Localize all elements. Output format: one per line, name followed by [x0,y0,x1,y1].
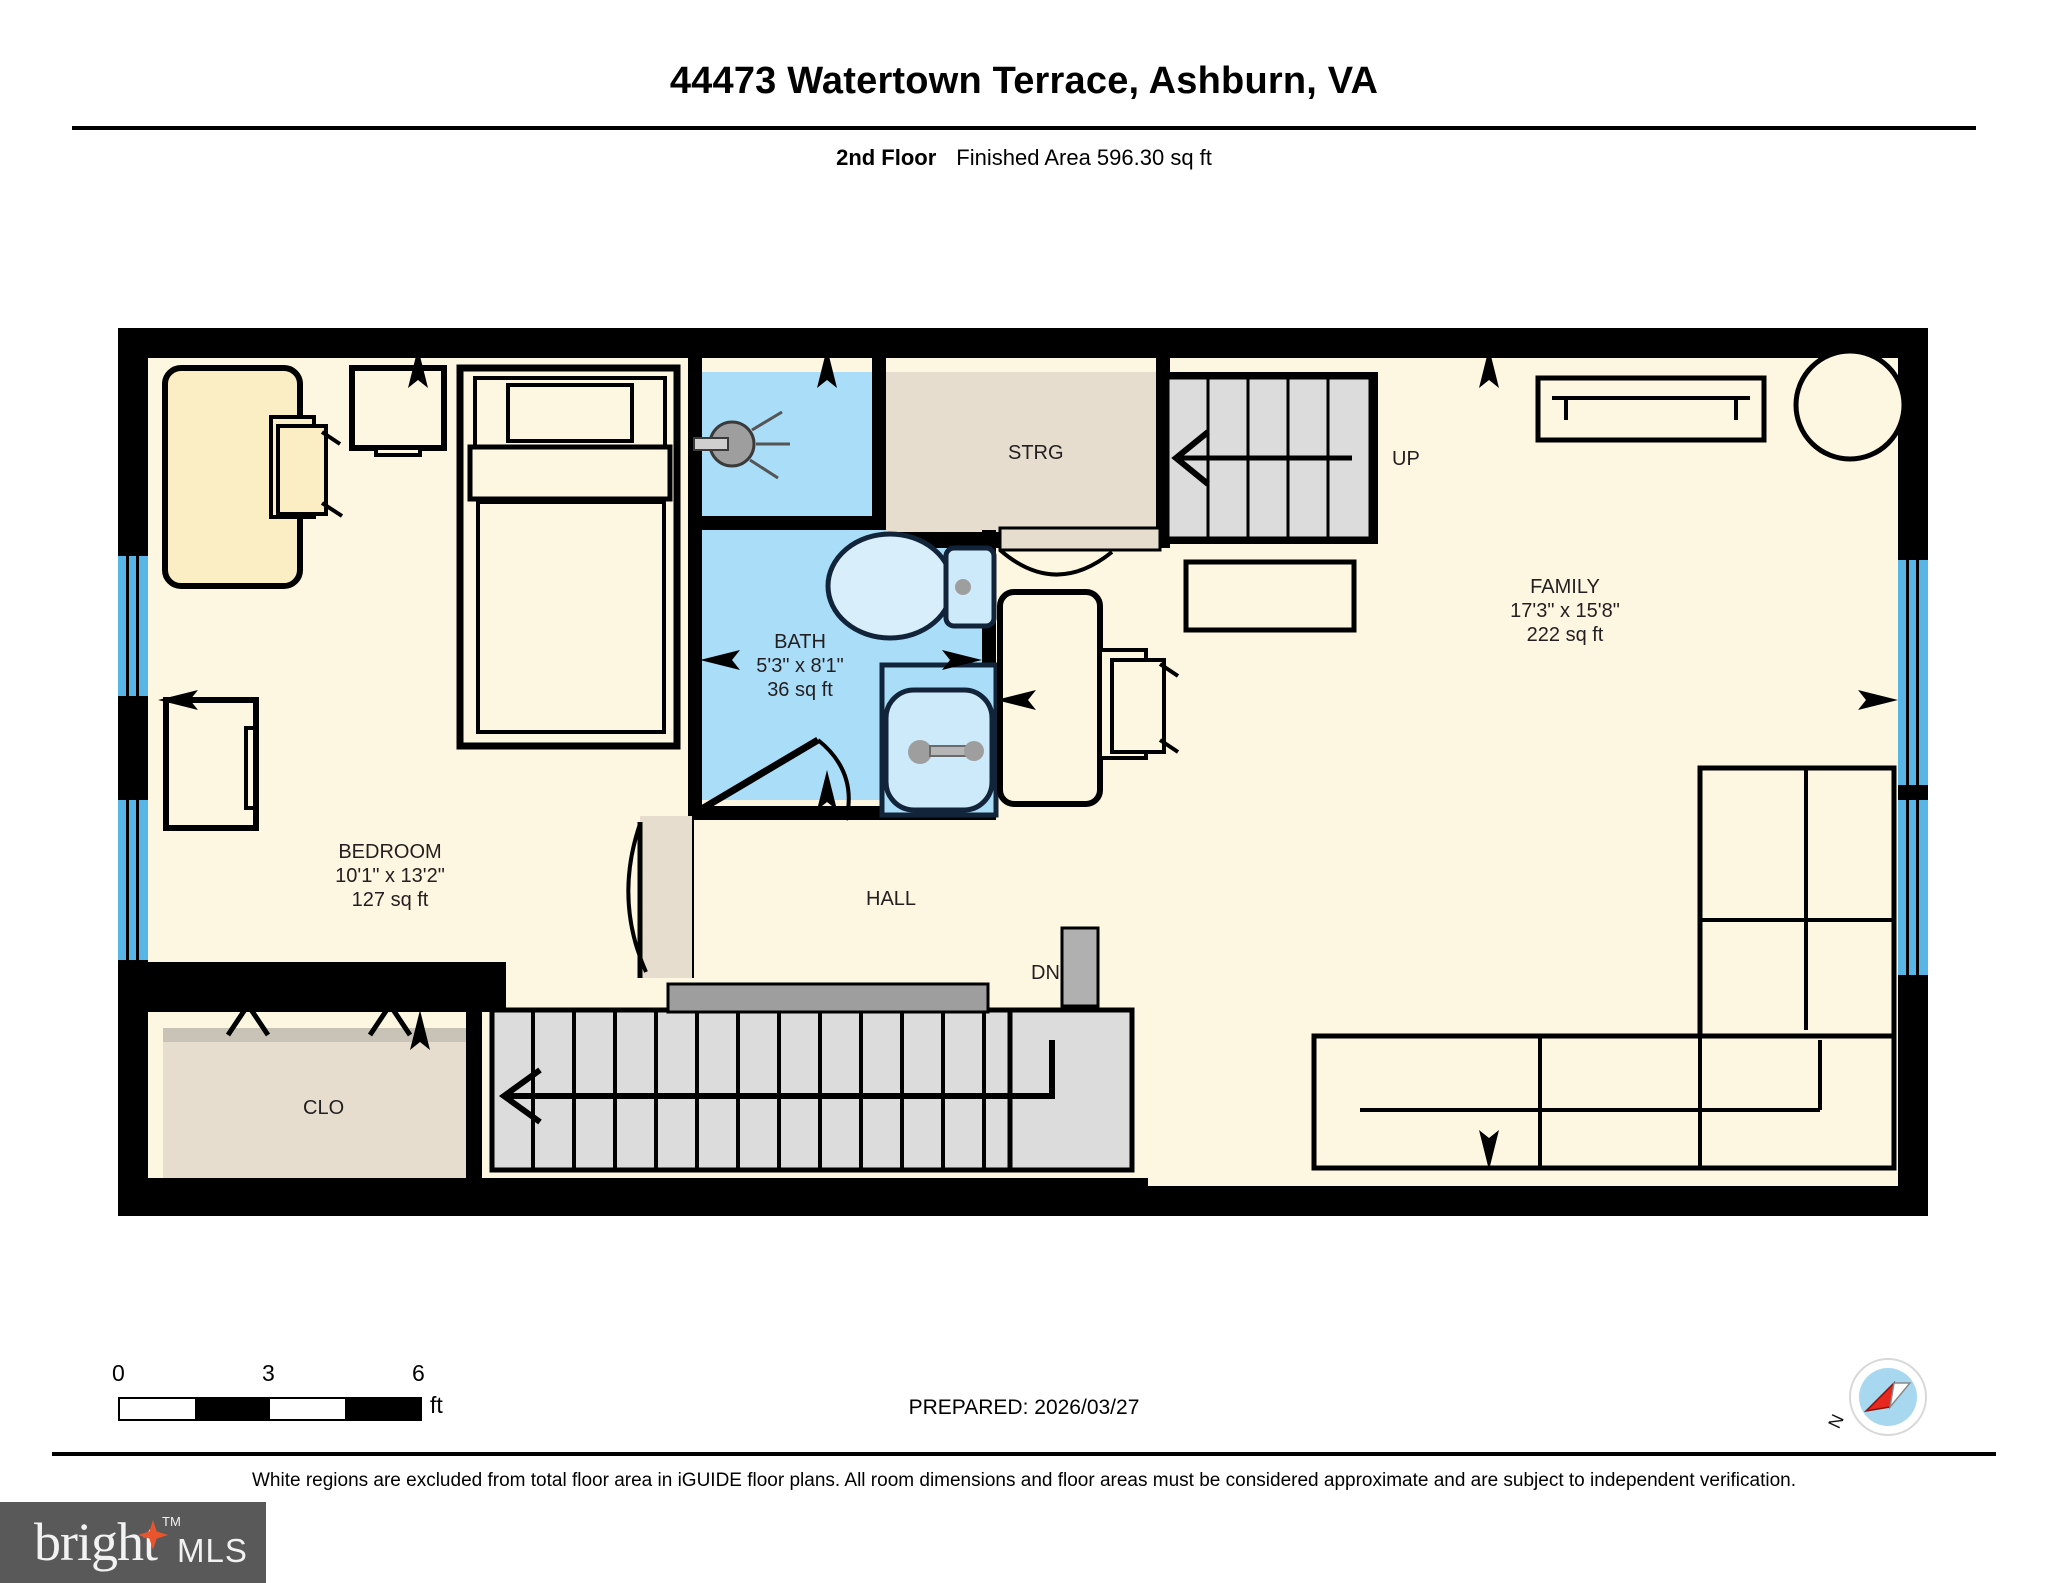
finished-area-label: Finished Area 596.30 sq ft [956,145,1212,170]
stairs-down [489,926,1135,1173]
bedroom-name: BEDROOM [338,841,442,863]
stairs-down-label: DN [1031,962,1060,984]
logo-brand-text: bright [34,1512,158,1572]
scale-segment [195,1399,270,1419]
scale-unit: ft [430,1392,443,1418]
footer-divider [52,1452,1996,1456]
bright-mls-logo: bright TM MLS [0,1502,266,1583]
family-name: FAMILY [1530,576,1600,598]
room-label-bath: BATH 5'3" x 8'1" 36 sq ft [710,630,890,702]
bath-door [698,736,851,821]
furniture-hall-desk [997,589,1180,807]
room-label-closet: CLO [303,1097,345,1119]
room-label-hall: HALL [866,888,917,910]
hall-door [626,816,692,978]
fixture-sink [879,662,999,818]
scale-tick-0: 0 [112,1360,125,1386]
furniture-round-table [1793,348,1907,462]
page-title: 44473 Watertown Terrace, Ashburn, VA [669,60,1379,102]
stairs-up [1160,372,1378,544]
scale-tick-6: 6 [412,1360,425,1386]
prepared-date: PREPARED: 2026/03/27 [908,1396,1140,1419]
direction-arrows [158,348,1898,1170]
scale-segment [345,1399,420,1419]
compass-rose: N [1824,1355,1930,1439]
furniture-bed [456,364,681,750]
logo-suffix-text: MLS [177,1532,248,1569]
scale-bar [118,1397,422,1421]
fixture-showerhead [693,410,790,480]
scale-segment [120,1399,195,1419]
bedroom-dimensions: 10'1" x 13'2" [335,865,445,887]
bath-name: BATH [774,631,826,653]
furniture-chair [269,415,344,519]
scale-tick-3: 3 [262,1360,275,1386]
furniture-sectional-sofa [1311,765,1897,1171]
family-dimensions: 17'3" x 15'8" [1510,600,1620,622]
furniture-tv-console [1535,375,1767,443]
storage-door [998,526,1162,577]
floor-label: 2nd Floor [836,145,937,170]
room-label-storage: STRG [1008,442,1064,464]
family-area: 222 sq ft [1526,624,1604,646]
room-label-bedroom: BEDROOM 10'1" x 13'2" 127 sq ft [300,840,480,912]
bedroom-area: 127 sq ft [351,889,429,911]
furniture-nightstand [349,365,447,457]
star-icon [138,1520,168,1550]
floor-summary: 2nd Floor Finished Area 596.30 sq ft [0,145,2048,171]
furniture-cabinet [163,697,259,831]
logo-trademark: TM [162,1514,181,1529]
fixture-toilet [825,531,997,641]
stairs-up-label: UP [1392,448,1420,470]
bath-area: 36 sq ft [767,679,833,701]
disclaimer-text: White regions are excluded from total fl… [251,1470,1797,1491]
room-label-family: FAMILY 17'3" x 15'8" 222 sq ft [1450,575,1680,647]
title-divider [72,126,1976,130]
scale-segment [270,1399,345,1419]
bath-dimensions: 5'3" x 8'1" [756,655,844,677]
